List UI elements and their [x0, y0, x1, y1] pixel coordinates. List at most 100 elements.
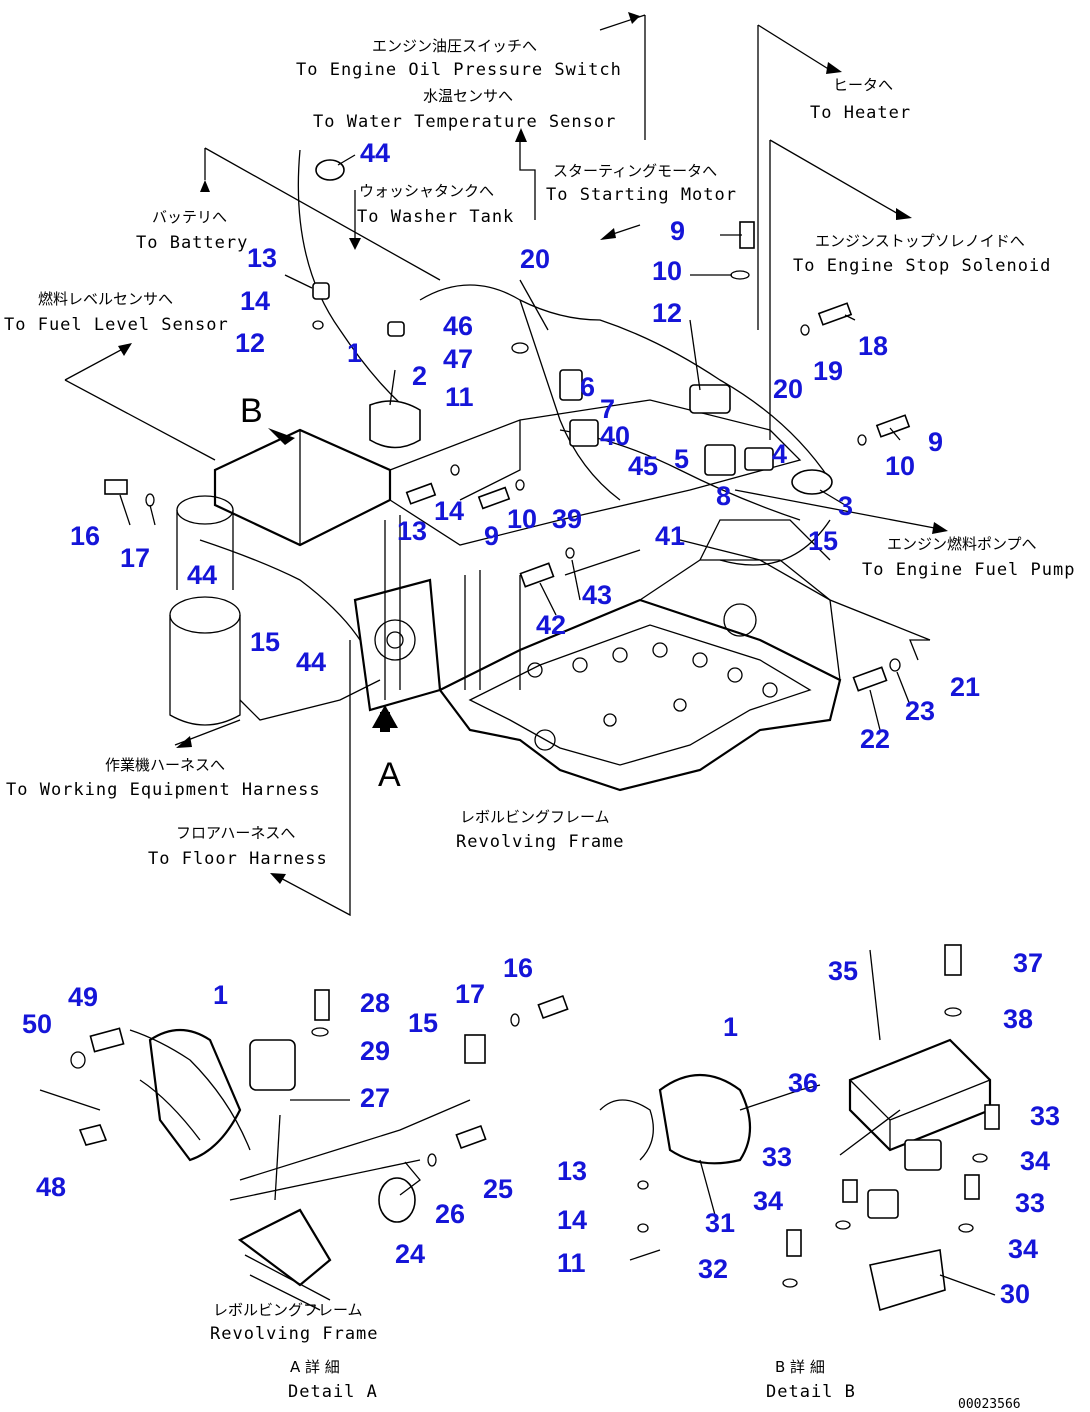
label-detail-b-jp: B 詳 細	[775, 1358, 825, 1376]
callout-39: 39	[552, 504, 582, 534]
label-heater-en: To Heater	[810, 103, 911, 123]
label-frame2-jp: レボルビングフレーム	[213, 1301, 363, 1319]
label-frame2-en: Revolving Frame	[210, 1324, 379, 1344]
label-floor-jp: フロアハーネスへ	[176, 824, 295, 842]
callout-13: 13	[557, 1156, 587, 1186]
label-heater-jp: ヒータへ	[833, 76, 893, 94]
label-detail-a-en: Detail A	[288, 1382, 378, 1402]
callout-14: 14	[434, 496, 464, 526]
callout-40: 40	[600, 421, 630, 451]
callout-7: 7	[600, 394, 615, 424]
callout-24: 24	[395, 1239, 425, 1269]
label-starting-en: To Starting Motor	[546, 185, 737, 205]
callout-8: 8	[716, 481, 731, 511]
label-detail-b-en: Detail B	[766, 1382, 856, 1402]
callout-1: 1	[347, 338, 362, 368]
callout-12: 12	[235, 328, 265, 358]
callout-44: 44	[187, 560, 217, 590]
callout-9: 9	[928, 427, 943, 457]
label-work-en: To Working Equipment Harness	[6, 780, 321, 800]
callout-32: 32	[698, 1254, 728, 1284]
callout-28: 28	[360, 988, 390, 1018]
callout-10: 10	[652, 256, 682, 286]
callout-10: 10	[885, 451, 915, 481]
callout-49: 49	[68, 982, 98, 1012]
label-washer-jp: ウォッシャタンクへ	[359, 182, 494, 200]
callout-36: 36	[788, 1068, 818, 1098]
destination-labels: エンジン油圧スイッチへ To Engine Oil Pressure Switc…	[4, 37, 1074, 1412]
main-assembly-drawing	[104, 149, 931, 792]
callout-48: 48	[36, 1172, 66, 1202]
callout-33: 33	[1030, 1101, 1060, 1131]
callout-10: 10	[507, 504, 537, 534]
callout-29: 29	[360, 1036, 390, 1066]
callout-13: 13	[247, 243, 277, 273]
view-arrow-label: A	[378, 756, 401, 794]
callout-46: 46	[443, 311, 473, 341]
callout-34: 34	[1020, 1146, 1050, 1176]
callout-12: 12	[652, 298, 682, 328]
callout-1: 1	[723, 1012, 738, 1042]
callout-25: 25	[483, 1174, 513, 1204]
callout-23: 23	[905, 696, 935, 726]
drawing-code: 00023566	[958, 1397, 1021, 1412]
callout-44: 44	[296, 647, 326, 677]
label-oil-en: To Engine Oil Pressure Switch	[296, 60, 622, 80]
label-frame-en: Revolving Frame	[456, 832, 625, 852]
callout-4: 4	[772, 439, 787, 469]
detail-a-drawing	[39, 989, 569, 1311]
callout-37: 37	[1013, 948, 1043, 978]
view-arrow-label: B	[240, 392, 263, 430]
callout-9: 9	[670, 216, 685, 246]
callout-5: 5	[674, 444, 689, 474]
leader-lines	[119, 154, 931, 731]
callout-18: 18	[858, 331, 888, 361]
callout-27: 27	[360, 1083, 390, 1113]
label-starting-jp: スターティングモータへ	[553, 162, 717, 180]
callout-41: 41	[655, 521, 685, 551]
label-oil-jp: エンジン油圧スイッチへ	[372, 37, 537, 55]
callout-17: 17	[120, 543, 150, 573]
label-stop-jp: エンジンストップソレノイドへ	[815, 232, 1025, 250]
label-fuel-en: To Fuel Level Sensor	[4, 315, 229, 335]
callout-34: 34	[753, 1186, 783, 1216]
callout-14: 14	[557, 1205, 587, 1235]
callout-1: 1	[213, 980, 228, 1010]
callout-2: 2	[412, 361, 427, 391]
callout-19: 19	[813, 356, 843, 386]
callout-11: 11	[557, 1248, 586, 1278]
bolt-icons	[104, 221, 911, 692]
callout-33: 33	[762, 1142, 792, 1172]
callout-33: 33	[1015, 1188, 1045, 1218]
callout-16: 16	[503, 953, 533, 983]
callout-34: 34	[1008, 1234, 1038, 1264]
callout-15: 15	[250, 627, 280, 657]
callout-13: 13	[397, 516, 427, 546]
callout-50: 50	[22, 1009, 52, 1039]
callout-9: 9	[484, 521, 499, 551]
callout-20: 20	[520, 244, 550, 274]
label-water-jp: 水温センサへ	[423, 87, 513, 105]
callout-30: 30	[1000, 1279, 1030, 1309]
label-work-jp: 作業機ハーネスへ	[105, 756, 225, 774]
callout-43: 43	[582, 580, 612, 610]
callout-35: 35	[828, 956, 858, 986]
detail-b-drawing	[599, 944, 1000, 1312]
callout-26: 26	[435, 1199, 465, 1229]
callout-11: 11	[445, 382, 474, 412]
label-battery-en: To Battery	[136, 233, 248, 253]
callout-42: 42	[536, 610, 566, 640]
label-water-en: To Water Temperature Sensor	[313, 112, 616, 132]
label-pump-jp: エンジン燃料ポンプへ	[887, 535, 1037, 553]
callout-22: 22	[860, 724, 890, 754]
callout-14: 14	[240, 286, 270, 316]
callout-45: 45	[628, 451, 658, 481]
label-frame-jp: レボルビングフレーム	[460, 808, 610, 826]
callout-6: 6	[580, 372, 595, 402]
label-washer-en: To Washer Tank	[357, 207, 514, 227]
callout-15: 15	[408, 1008, 438, 1038]
label-battery-jp: バッテリへ	[152, 208, 227, 226]
